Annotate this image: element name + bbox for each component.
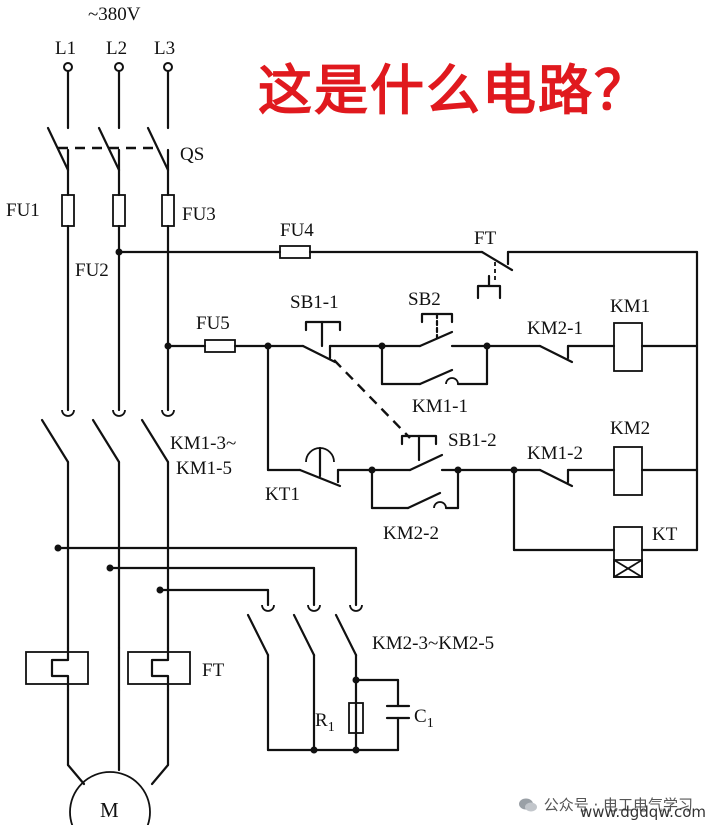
watermark-text: 公众号 · 电工电气学习 [543, 796, 693, 814]
rung-km1: SB2 KM1-1 KM2-1 KM1 [378, 289, 699, 417]
fu1-label: FU1 [6, 200, 40, 221]
watermark-url: www.dgdqw.com [580, 803, 706, 821]
km1-1-label: KM1-1 [412, 396, 468, 417]
motor: M [66, 763, 170, 825]
c1-label: C1 [414, 706, 434, 731]
terminal-l2 [114, 62, 124, 72]
phase-l2-label: L2 [106, 38, 127, 59]
ft-main-label: FT [202, 660, 225, 681]
sb1-1-button: SB1-1 [290, 292, 411, 439]
phase-l3-label: L3 [154, 38, 175, 59]
rung-km2: KT1 SB1-2 KM2-2 KM1-2 KM2 [265, 418, 699, 578]
km2-3-label: KM2-3~KM2-5 [372, 633, 494, 654]
control-line-top: FU4 FT [115, 220, 699, 552]
r1-label: R1 [315, 710, 335, 735]
main-power-lines [66, 69, 170, 412]
fu5-label: FU5 [196, 313, 230, 334]
kt-label: KT [652, 524, 678, 545]
supply-label: ~380V [88, 4, 141, 25]
watermark: 公众号 · 电工电气学习 [518, 794, 693, 815]
qs-switch: QS [46, 126, 204, 172]
r1-resistor [348, 702, 364, 734]
sb1-2-label: SB1-2 [448, 430, 497, 451]
km2-1-label: KM2-1 [527, 318, 583, 339]
rc-network: R1 C1 [315, 676, 434, 752]
fuses-fu1-fu3: FU1 FU3 FU2 [6, 194, 216, 281]
terminal-l1 [63, 62, 73, 72]
terminal-l3 [163, 62, 173, 72]
diagram-title: 这是什么电路？ [258, 59, 650, 122]
qs-label: QS [180, 144, 204, 165]
fu4-label: FU4 [280, 220, 314, 241]
km2-2-label: KM2-2 [383, 523, 439, 544]
fu3-label: FU3 [182, 204, 216, 225]
ft-top-label: FT [474, 228, 497, 249]
km1-3-label-a: KM1-3~ [170, 433, 236, 454]
motor-label: M [100, 798, 119, 822]
km1-label: KM1 [610, 296, 650, 317]
sb2-label: SB2 [408, 289, 441, 310]
kt1-label: KT1 [265, 484, 300, 505]
fu2-label: FU2 [75, 260, 109, 281]
km2-main-contacts: KM2-3~KM2-5 [246, 604, 494, 754]
km1-2-label: KM1-2 [527, 443, 583, 464]
km1-main-contacts: KM1-3~ KM1-5 [40, 409, 236, 650]
sb1-1-label: SB1-1 [290, 292, 339, 313]
phase-l1-label: L1 [55, 38, 76, 59]
control-line-fu5: FU5 [164, 313, 305, 472]
km2-label: KM2 [610, 418, 650, 439]
km1-3-label-b: KM1-5 [176, 458, 232, 479]
km2-taps [54, 544, 358, 607]
thermal-relay-ft: FT [25, 646, 225, 772]
wechat-icon [518, 798, 537, 811]
